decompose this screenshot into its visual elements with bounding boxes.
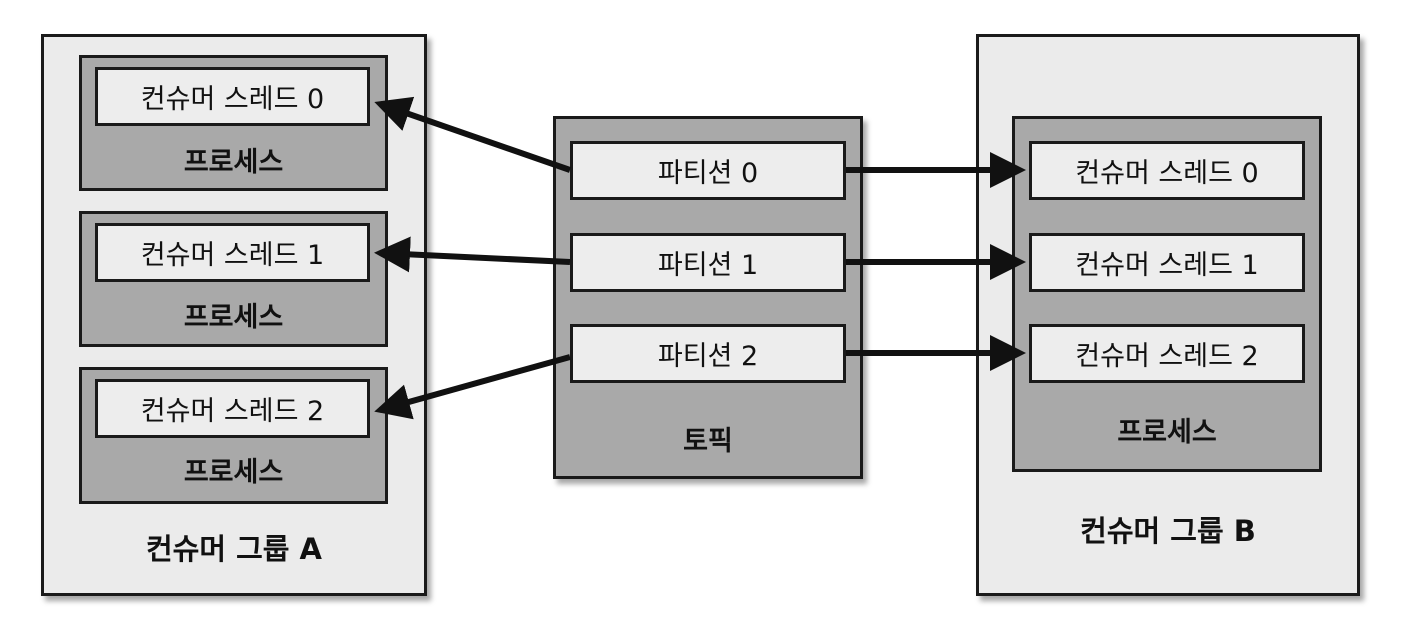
partition-1-label: 파티션 1: [657, 250, 759, 281]
group-a-thread-1: 컨슈머 스레드 1: [95, 223, 370, 282]
group-a-process-0-label: 프로세스: [183, 147, 284, 178]
group-b-thread-0: 컨슈머 스레드 0: [1029, 141, 1305, 200]
group-b-label: 컨슈머 그룹 B: [1080, 514, 1256, 548]
topic-label: 토픽: [683, 426, 733, 457]
partition-0: 파티션 0: [570, 141, 846, 200]
group-a-thread-1-label: 컨슈머 스레드 1: [140, 240, 325, 271]
group-b-process-label: 프로세스: [1117, 417, 1217, 448]
group-a-thread-0: 컨슈머 스레드 0: [95, 67, 370, 126]
group-b-thread-2: 컨슈머 스레드 2: [1029, 324, 1305, 383]
group-a-thread-2-label: 컨슈머 스레드 2: [140, 396, 325, 427]
partition-0-label: 파티션 0: [657, 158, 759, 189]
group-a-thread-0-label: 컨슈머 스레드 0: [140, 84, 325, 115]
group-a-thread-2: 컨슈머 스레드 2: [95, 379, 370, 438]
group-a-process-2-label: 프로세스: [183, 457, 284, 488]
partition-2-label: 파티션 2: [657, 341, 759, 372]
partition-1: 파티션 1: [570, 233, 846, 292]
group-b-thread-1-label: 컨슈머 스레드 1: [1075, 250, 1259, 281]
group-a-process-1-label: 프로세스: [183, 302, 284, 333]
group-b-thread-2-label: 컨슈머 스레드 2: [1075, 341, 1259, 372]
partition-2: 파티션 2: [570, 324, 846, 383]
group-b-thread-0-label: 컨슈머 스레드 0: [1075, 158, 1259, 189]
group-b-thread-1: 컨슈머 스레드 1: [1029, 233, 1305, 292]
group-a-label: 컨슈머 그룹 A: [145, 532, 323, 566]
